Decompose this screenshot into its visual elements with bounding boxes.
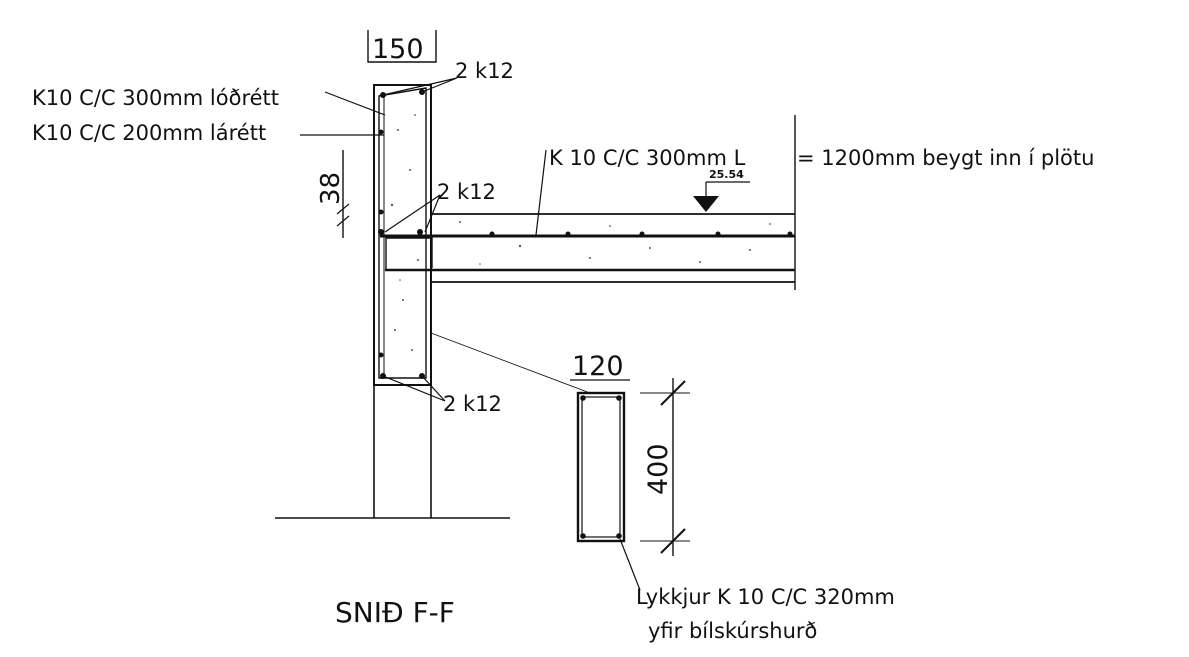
wall-width-box xyxy=(367,30,437,63)
bars-top-label: 2 k12 xyxy=(455,59,514,83)
wall-width-dim: 150 xyxy=(372,34,424,65)
horizontal-rebar-label: K10 C/C 200mm lárétt xyxy=(32,121,266,145)
beam-detail-section xyxy=(576,391,626,543)
slab-rebar-label-right: = 1200mm beygt inn í plötu xyxy=(797,146,1094,170)
beam-detail-bars xyxy=(580,395,622,539)
leader-bars-top xyxy=(382,77,458,96)
stirrups-label-line2: yfir bílskúrshurð xyxy=(648,619,817,643)
leader-vertical-rebar xyxy=(324,91,386,116)
section-title: SNIÐ F-F xyxy=(335,596,455,629)
level-mark: 25.54 xyxy=(709,168,744,181)
wall-bars xyxy=(378,89,425,379)
beam-width-dim: 120 xyxy=(572,351,624,382)
bars-bottom-label: 2 k12 xyxy=(443,392,502,416)
bars-mid-label: 2 k12 xyxy=(437,180,496,204)
vertical-rebar-label: K10 C/C 300mm lóðrétt xyxy=(32,86,279,110)
concrete-hatch xyxy=(390,114,771,351)
beam-height-tick-top xyxy=(660,380,686,406)
leader-slab-rebar xyxy=(535,149,547,236)
slab-bars xyxy=(489,231,793,237)
detail-reference-leader xyxy=(430,332,591,394)
beam-height-dim: 400 xyxy=(643,443,674,495)
leader-bars-bottom xyxy=(382,375,446,402)
wall-stirrup xyxy=(378,87,427,379)
level-marker-icon xyxy=(693,196,719,212)
beam-detail-stirrup xyxy=(581,396,621,538)
slab-rebar-hook xyxy=(385,237,433,270)
leader-stirrups xyxy=(619,538,641,591)
slab-height-tick-1 xyxy=(336,203,350,215)
leader-bars-mid xyxy=(384,194,441,233)
slab-height-tick-2 xyxy=(336,215,350,227)
stirrups-label-line1: Lykkjur K 10 C/C 320mm xyxy=(636,585,895,609)
slab-height-dim: 38 xyxy=(316,172,346,205)
slab-rebar-label-left: K 10 C/C 300mm L xyxy=(549,146,746,170)
beam-height-tick-bottom xyxy=(660,528,686,554)
